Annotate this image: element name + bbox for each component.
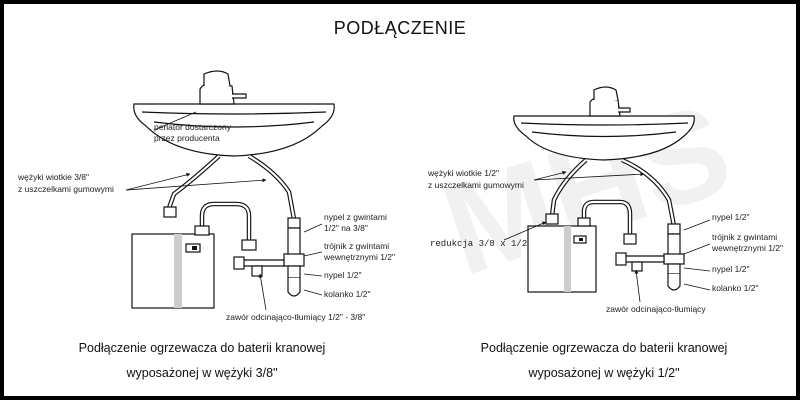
caption-left-line1: Podłączenie ogrzewacza do baterii kranow…: [78, 341, 326, 355]
label-reduction: redukcja 3/8 x 1/2: [430, 239, 527, 249]
label-valve-left: zawór odcinająco-tłumiący 1/2" - 3/8": [226, 312, 365, 322]
label-tee-right-line1: trójnik z gwintami: [712, 232, 777, 242]
label-hoses-right-line1: wężyki wiotkie 1/2": [427, 168, 499, 178]
right-assembly: [503, 86, 711, 303]
right-heater: [527, 225, 597, 293]
label-elbow-left: kolanko 1/2": [324, 289, 371, 299]
label-tee-left-line2: wewnętrznymi 1/2": [323, 252, 395, 262]
label-hoses-right-line2: z uszczelkami gumowymi: [428, 180, 524, 190]
right-faucet: [589, 86, 631, 117]
caption-right: Podłączenie ogrzewacza do baterii kranow…: [434, 336, 774, 386]
label-tee-right-line2: wewnętrznymi 1/2": [711, 243, 783, 253]
diagram-title: PODŁĄCZENIE: [333, 18, 467, 38]
label-tee-left-line1: trójnik z gwintami: [324, 241, 389, 251]
caption-right-line1: Podłączenie ogrzewacza do baterii kranow…: [480, 341, 728, 355]
label-valve-right: zawór odcinająco-tłumiący: [606, 304, 706, 314]
leader-aerator: [153, 111, 197, 131]
left-assembly: [125, 70, 335, 311]
right-sink: [513, 115, 695, 161]
caption-left: Podłączenie ogrzewacza do baterii kranow…: [32, 336, 372, 386]
label-hoses-left-line1: wężyki wiotkie 3/8": [17, 172, 89, 182]
label-aerator-line2: przez producenta: [154, 133, 220, 143]
left-faucet: [199, 70, 247, 105]
label-nipple-top-right: nypel 1/2": [712, 212, 750, 222]
label-aerator-line1: perlator dostarczony: [154, 122, 232, 132]
installation-diagram: MHS: [17, 70, 783, 322]
label-nipple-thread-line1: nypel z gwintami: [324, 212, 387, 222]
label-elbow-right: kolanko 1/2": [712, 283, 759, 293]
caption-right-line2: wyposażonej w wężyki 1/2": [528, 366, 680, 380]
label-nipple-thread-line2: 1/2" na 3/8": [324, 223, 368, 233]
left-heater: [131, 233, 215, 309]
caption-left-line2: wyposażonej w wężyki 3/8": [126, 366, 278, 380]
label-nipple-right: nypel 1/2": [712, 264, 750, 274]
label-nipple-left: nypel 1/2": [324, 270, 362, 280]
label-hoses-left-line2: z uszczelkami gumowymi: [18, 184, 114, 194]
diagram-frame: MHS: [4, 4, 796, 396]
